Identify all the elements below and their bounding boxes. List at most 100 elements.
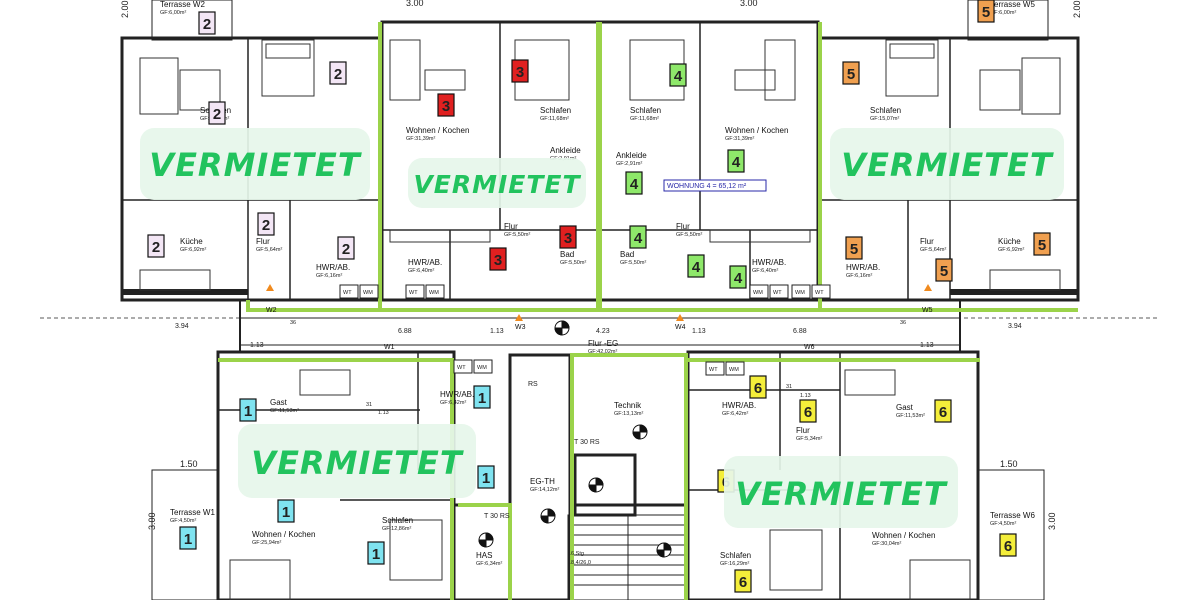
unit-badge: 4 (727, 149, 745, 173)
dimension-label: 1.50 (1000, 459, 1018, 469)
room-area: GF:6,16m² (846, 273, 872, 279)
appliance-label: WT (709, 367, 718, 373)
unit-number: 2 (262, 217, 270, 234)
unit-number: 2 (334, 66, 342, 83)
room-area: GF:11,53m² (270, 408, 299, 414)
room-label: HWR/AB.GF:6,42m² (722, 401, 756, 417)
room-name: HWR/AB. (316, 263, 350, 272)
unit-badge: 2 (329, 61, 347, 85)
room-name: Schlafen (382, 516, 413, 525)
appliance-label: WT (773, 290, 782, 296)
room-name: HWR/AB. (722, 401, 756, 410)
unit-number: 4 (630, 176, 639, 193)
dimension-label: 2.00 (1072, 0, 1082, 18)
room-area: GF:6,16m² (316, 273, 342, 279)
dimension-label: 36 (290, 320, 296, 326)
unit-number: 1 (372, 546, 380, 563)
room-area: GF:6,00m² (160, 10, 186, 16)
unit-number: 1 (478, 390, 486, 407)
unit-number: 6 (739, 574, 747, 591)
vermietet-overlay-unit-6: VERMIETET (724, 456, 958, 528)
unit-badge: 3 (511, 59, 529, 83)
room-name: Terrasse W1 (170, 508, 215, 517)
wohnung-label: WOHNUNG 4 = 65,12 m² (667, 183, 747, 190)
unit-number: 6 (1004, 538, 1012, 555)
unit-number: 4 (734, 270, 743, 287)
appliance-label: WT (343, 290, 352, 296)
room-name: HWR/AB. (408, 258, 442, 267)
room-area: GF:6,92m² (998, 247, 1024, 253)
room-label: HWR/AB.GF:6,40m² (408, 258, 442, 274)
unit-badge: 1 (473, 385, 491, 409)
door-tag: W6 (804, 344, 815, 351)
room-name: Bad (620, 250, 634, 259)
unit-badge: 1 (477, 465, 495, 489)
appliance-label: WM (363, 290, 373, 296)
unit-badge: 5 (842, 61, 860, 85)
room-area: GF:30,04m² (872, 541, 902, 547)
door-markers (266, 284, 932, 321)
dimension-label: 36 (900, 320, 906, 326)
unit-badge: 5 (977, 0, 995, 23)
room-area: GF:6,42m² (722, 411, 748, 417)
vermietet-label: VERMIETET (841, 146, 1054, 184)
unit-badge: 5 (1033, 232, 1051, 256)
fire-door-label: T 30 RS (574, 439, 600, 446)
unit-number: 3 (442, 98, 450, 115)
unit-badge: 4 (729, 265, 747, 289)
room-name: Flur (920, 237, 934, 246)
dimension-label: 1.50 (180, 459, 198, 469)
dimension-label: 6.88 (398, 328, 412, 335)
room-name: Technik (614, 401, 642, 410)
wohnung-area-label: WOHNUNG 4 = 65,12 m² (663, 179, 767, 192)
room-name: Schlafen (540, 106, 571, 115)
room-area: GF:31,39m² (406, 136, 436, 142)
unit-number: 4 (732, 154, 741, 171)
unit-number: 1 (244, 403, 252, 420)
unit-number: 6 (939, 404, 947, 421)
room-area: GF:6,40m² (408, 268, 434, 274)
unit-number: 2 (213, 106, 221, 123)
room-area: GF:11,53m² (896, 413, 925, 419)
room-name: Ankleide (616, 151, 647, 160)
vermietet-overlay-unit-5: VERMIETET (830, 128, 1064, 200)
room-name: Flur (256, 237, 270, 246)
vermietet-overlays: VERMIETET VERMIETET VERMIETET VERMIETET … (140, 128, 1064, 528)
dimension-label: 3.00 (147, 512, 157, 530)
dimension-label: 3.00 (406, 0, 424, 8)
vermietet-label: VERMIETET (251, 444, 464, 482)
unit-badge: 6 (734, 569, 752, 593)
room-name: HWR/AB. (752, 258, 786, 267)
dimension-label: 6.88 (793, 328, 807, 335)
unit-badge: 2 (257, 212, 275, 236)
appliance-box: WT (769, 284, 789, 299)
room-name: Flur (504, 222, 518, 231)
detector-symbols (478, 320, 672, 558)
room-name: Wohnen / Kochen (252, 530, 315, 539)
room-name: Terrasse W5 (990, 0, 1035, 9)
vermietet-overlay-unit-1: VERMIETET (238, 424, 476, 498)
unit-badge: 2 (147, 234, 165, 258)
room-area: GF:2,91m² (616, 161, 642, 167)
room-name: Bad (560, 250, 574, 259)
appliance-box: WM (749, 284, 769, 299)
unit-badge: 3 (489, 247, 507, 271)
room-area: GF:5,34m² (796, 436, 822, 442)
dimension-label: 31 (366, 402, 372, 408)
appliance-box: WM (359, 284, 379, 299)
door-tag: W5 (922, 307, 933, 314)
appliance-box: WM (425, 284, 445, 299)
room-area: GF:4,50m² (170, 518, 196, 524)
unit-badge: 5 (935, 258, 953, 282)
